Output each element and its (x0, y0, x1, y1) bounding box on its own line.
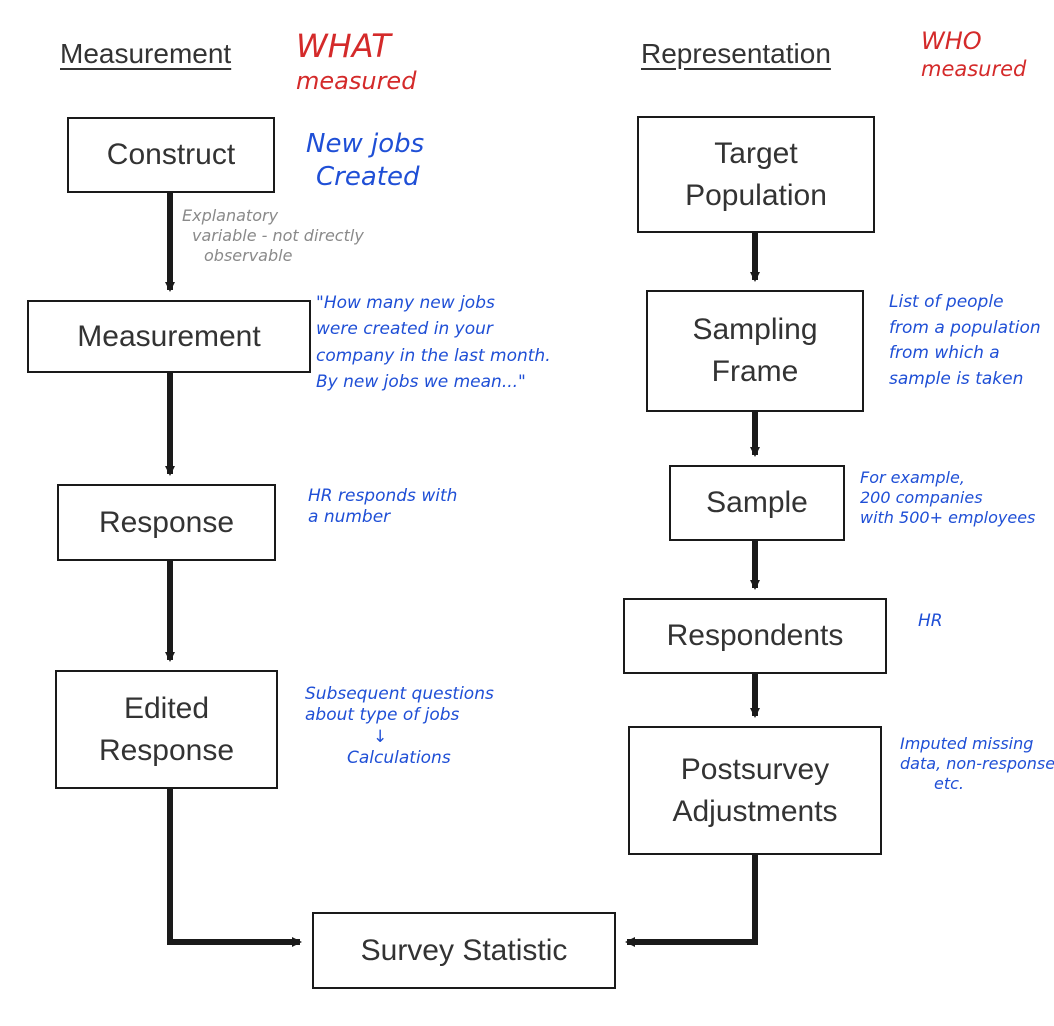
respondents-note: HR (918, 611, 943, 631)
sample-note-line-2: 200 companies (860, 488, 983, 507)
sampling-frame-line-1: Sampling (692, 313, 818, 346)
explanatory-note-line-3: observable (204, 246, 293, 265)
edited-response-box: Edited Response (55, 670, 278, 789)
arrow-postsurvey-to-statistic (625, 855, 758, 947)
sample-note-line-3: with 500+ employees (860, 508, 1036, 527)
respondents-box: Respondents (623, 598, 887, 674)
response-label: Response (98, 505, 235, 539)
target-population-line-1: Target (714, 136, 798, 170)
sampling-frame-line-2: Frame (711, 355, 799, 388)
measurement-note-line-2: were created in your (316, 319, 493, 340)
survey-statistic-box: Survey Statistic (312, 912, 616, 989)
postsurvey-note: Imputed missing data, non-response etc. (900, 734, 1054, 794)
what-measured-label: measured (296, 67, 417, 95)
sampling-frame-note-line-3: from which a (889, 343, 1000, 363)
respondents-label: Respondents (666, 619, 844, 652)
edited-response-line-1: Edited (123, 691, 210, 725)
postsurvey-line-1: Postsurvey (680, 752, 830, 786)
postsurvey-note-line-2: data, non-response (900, 754, 1054, 773)
what-measured-note: WHAT measured (296, 26, 416, 96)
representation-heading: Representation (641, 38, 831, 69)
edited-note: Subsequent questions about type of jobs … (305, 684, 494, 769)
sampling-frame-note: List of people from a population from wh… (889, 290, 1041, 392)
sample-note-line-1: For example, (860, 468, 965, 487)
measurement-box: Measurement (27, 300, 311, 373)
postsurvey-line-2: Adjustments (672, 794, 838, 828)
survey-statistic-label: Survey Statistic (360, 933, 568, 967)
target-population-line-2: Population (685, 178, 827, 212)
edited-note-line-4: Calculations (347, 747, 451, 768)
response-box: Response (57, 484, 276, 561)
measurement-heading: Measurement (60, 38, 232, 69)
who-measured-label: measured (921, 57, 1027, 81)
what-label: WHAT (296, 27, 391, 65)
sample-note: For example, 200 companies with 500+ emp… (860, 468, 1035, 528)
sampling-frame-note-line-2: from a population (889, 317, 1041, 338)
explanatory-note-line-1: Explanatory (182, 206, 279, 225)
sampling-frame-note-line-1: List of people (889, 292, 1004, 312)
postsurvey-note-line-1: Imputed missing (900, 734, 1034, 753)
construct-box: Construct (67, 117, 275, 193)
explanatory-note-line-2: variable - not directly (192, 226, 364, 245)
edited-note-line-1: Subsequent questions (305, 684, 494, 704)
construct-note: New jobs Created (306, 128, 424, 193)
measurement-note: "How many new jobs were created in your … (316, 290, 551, 395)
who-measured-note: WHO measured (921, 26, 1026, 82)
construct-note-line-2: Created (316, 161, 420, 192)
response-note-line-1: HR responds with (308, 486, 458, 506)
postsurvey-note-line-3: etc. (934, 774, 964, 793)
edited-response-line-2: Response (98, 733, 235, 767)
explanatory-note: Explanatory variable - not directly obse… (182, 206, 364, 266)
sample-box: Sample (669, 465, 845, 541)
measurement-label: Measurement (77, 319, 261, 353)
sampling-frame-note-line-4: sample is taken (889, 368, 1024, 389)
target-population-box: Target Population (637, 116, 875, 233)
construct-note-line-1: New jobs (306, 129, 425, 159)
measurement-note-line-1: "How many new jobs (316, 293, 495, 313)
response-note: HR responds with a number (308, 486, 457, 529)
measurement-note-line-4: By new jobs we mean..." (316, 372, 526, 393)
response-note-line-2: a number (308, 507, 391, 528)
measurement-note-line-3: company in the last month. (316, 345, 551, 366)
arrow-edited-to-statistic (167, 789, 302, 947)
who-label: WHO (921, 27, 982, 55)
sampling-frame-box: Sampling Frame (646, 290, 864, 412)
edited-note-arrow: ↓ (373, 726, 388, 747)
sample-label: Sample (706, 486, 808, 519)
construct-label: Construct (106, 138, 236, 171)
edited-note-line-2: about type of jobs (305, 705, 460, 726)
postsurvey-adjustments-box: Postsurvey Adjustments (628, 726, 882, 855)
